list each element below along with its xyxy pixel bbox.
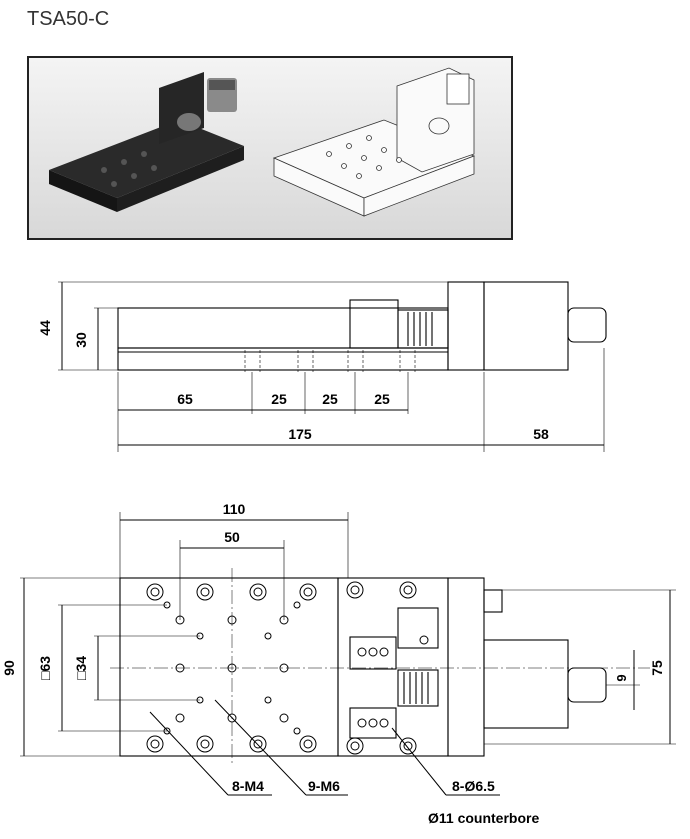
side-vertical-dimensions: 44 30: [37, 281, 448, 371]
dim-square-63: □63: [37, 656, 53, 680]
dim-spacing-25c: 25: [374, 391, 390, 407]
callout-m6: 9-M6: [308, 778, 340, 794]
dim-length-58: 58: [533, 426, 549, 442]
callout-counterbore: Ø11 counterbore: [428, 810, 539, 826]
product-render-panel: [27, 56, 513, 240]
stage-line-render: [272, 67, 476, 217]
product-title: TSA50-C: [27, 8, 110, 30]
side-horizontal-dimensions: 65 25 25 25 175 58: [117, 348, 605, 452]
dim-height-75: 75: [649, 660, 665, 676]
mounting-holes: [146, 581, 429, 755]
top-body: [119, 577, 607, 757]
dim-height-30: 30: [73, 332, 89, 348]
callout-holes: 8-Ø6.5: [452, 778, 495, 794]
dim-offset-9: 9: [614, 674, 629, 681]
callout-m4: 8-M4: [232, 778, 264, 794]
dim-square-34: □34: [73, 656, 89, 680]
dim-width-110: 110: [223, 501, 246, 517]
product-render-illustration: [49, 67, 476, 217]
side-view-drawing: 44 30 65 25 25 25 175 58: [37, 281, 607, 452]
top-view-drawing: 110 50 90 □63 □34 75 9 8-M4 9-M6 8-Ø6.5 …: [1, 501, 676, 826]
dim-spacing-25a: 25: [271, 391, 287, 407]
dim-spacing-25b: 25: [322, 391, 338, 407]
dim-spacing-50: 50: [224, 529, 240, 545]
dim-height-44: 44: [37, 320, 53, 336]
dim-height-90: 90: [1, 660, 17, 676]
side-body: [117, 281, 607, 372]
center-lines: [110, 568, 650, 766]
callout-leaders: 8-M4 9-M6 8-Ø6.5 Ø11 counterbore: [149, 699, 539, 826]
dim-spacing-65: 65: [177, 391, 193, 407]
dim-length-175: 175: [288, 426, 312, 442]
stage-photo: [49, 72, 244, 212]
top-dimensions: 110 50 90 □63 □34 75 9: [1, 501, 676, 757]
